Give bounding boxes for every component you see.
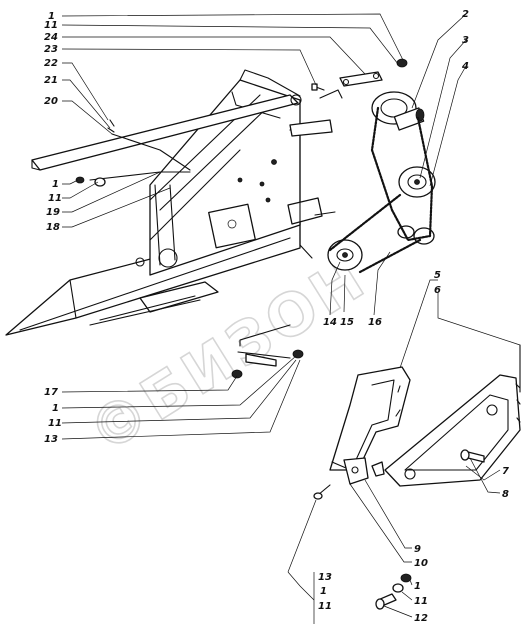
callout-11-mid: 11: [48, 418, 62, 429]
callout-3: 3: [462, 35, 469, 46]
washer-11-bottom: [392, 583, 404, 593]
callout-1-bottom: 1: [414, 581, 421, 592]
callout-24: 24: [44, 32, 58, 43]
callout-7: 7: [502, 466, 509, 477]
callout-6: 6: [434, 285, 441, 296]
nut-1-top: [396, 58, 408, 68]
bolt-13-bottom: [313, 484, 331, 500]
callout-13-mid: 13: [44, 434, 58, 445]
callout-group-1: 1: [320, 586, 327, 597]
callout-group-11: 11: [318, 601, 332, 612]
callout-4: 4: [461, 61, 469, 72]
callout-21: 21: [44, 75, 58, 86]
bolt-23: [311, 83, 325, 91]
callout-5: 5: [434, 270, 441, 281]
pulley-2: [371, 91, 425, 131]
callout-20: 20: [44, 96, 58, 107]
callout-14: 14: [323, 317, 337, 328]
callout-10: 10: [414, 558, 428, 569]
callout-22: 22: [44, 58, 58, 69]
sprocket-3-4: [398, 166, 436, 198]
callout-17: 17: [44, 387, 58, 398]
chain-16: [328, 106, 434, 274]
callout-16: 16: [368, 317, 382, 328]
callout-9: 9: [414, 544, 421, 555]
callout-group-13: 13: [318, 572, 332, 583]
callout-15: 15: [340, 317, 354, 328]
callout-1-top: 1: [48, 11, 55, 22]
sprocket-14-15: [327, 239, 363, 271]
cover-plate-7: [384, 344, 521, 487]
leader-lines: [61, 13, 521, 624]
callout-11-bottom: 11: [414, 596, 428, 607]
callout-19: 19: [46, 207, 60, 218]
bracket-9: [331, 457, 385, 485]
nut-1-bottom: [400, 573, 412, 583]
lever-assembly: [289, 89, 343, 137]
link-24: [339, 71, 383, 87]
header-frame: [5, 69, 302, 336]
callout-23: 23: [44, 44, 58, 55]
callout-11-top: 11: [44, 20, 58, 31]
callout-2: 2: [462, 9, 469, 20]
callout-1-mid: 1: [52, 403, 59, 414]
bolt-8: [460, 449, 485, 463]
callout-18: 18: [46, 222, 60, 233]
callout-12: 12: [414, 613, 428, 624]
callout-1-left: 1: [52, 179, 59, 190]
bolt-12: [375, 593, 397, 610]
callout-11-left: 11: [48, 193, 62, 204]
spring-20: [107, 119, 191, 171]
callout-labels: 1 11 24 23 22 21 20 1 11 19 18 2 3 4 14 …: [44, 9, 509, 624]
callout-8: 8: [502, 489, 509, 500]
shield-5: [329, 366, 411, 471]
